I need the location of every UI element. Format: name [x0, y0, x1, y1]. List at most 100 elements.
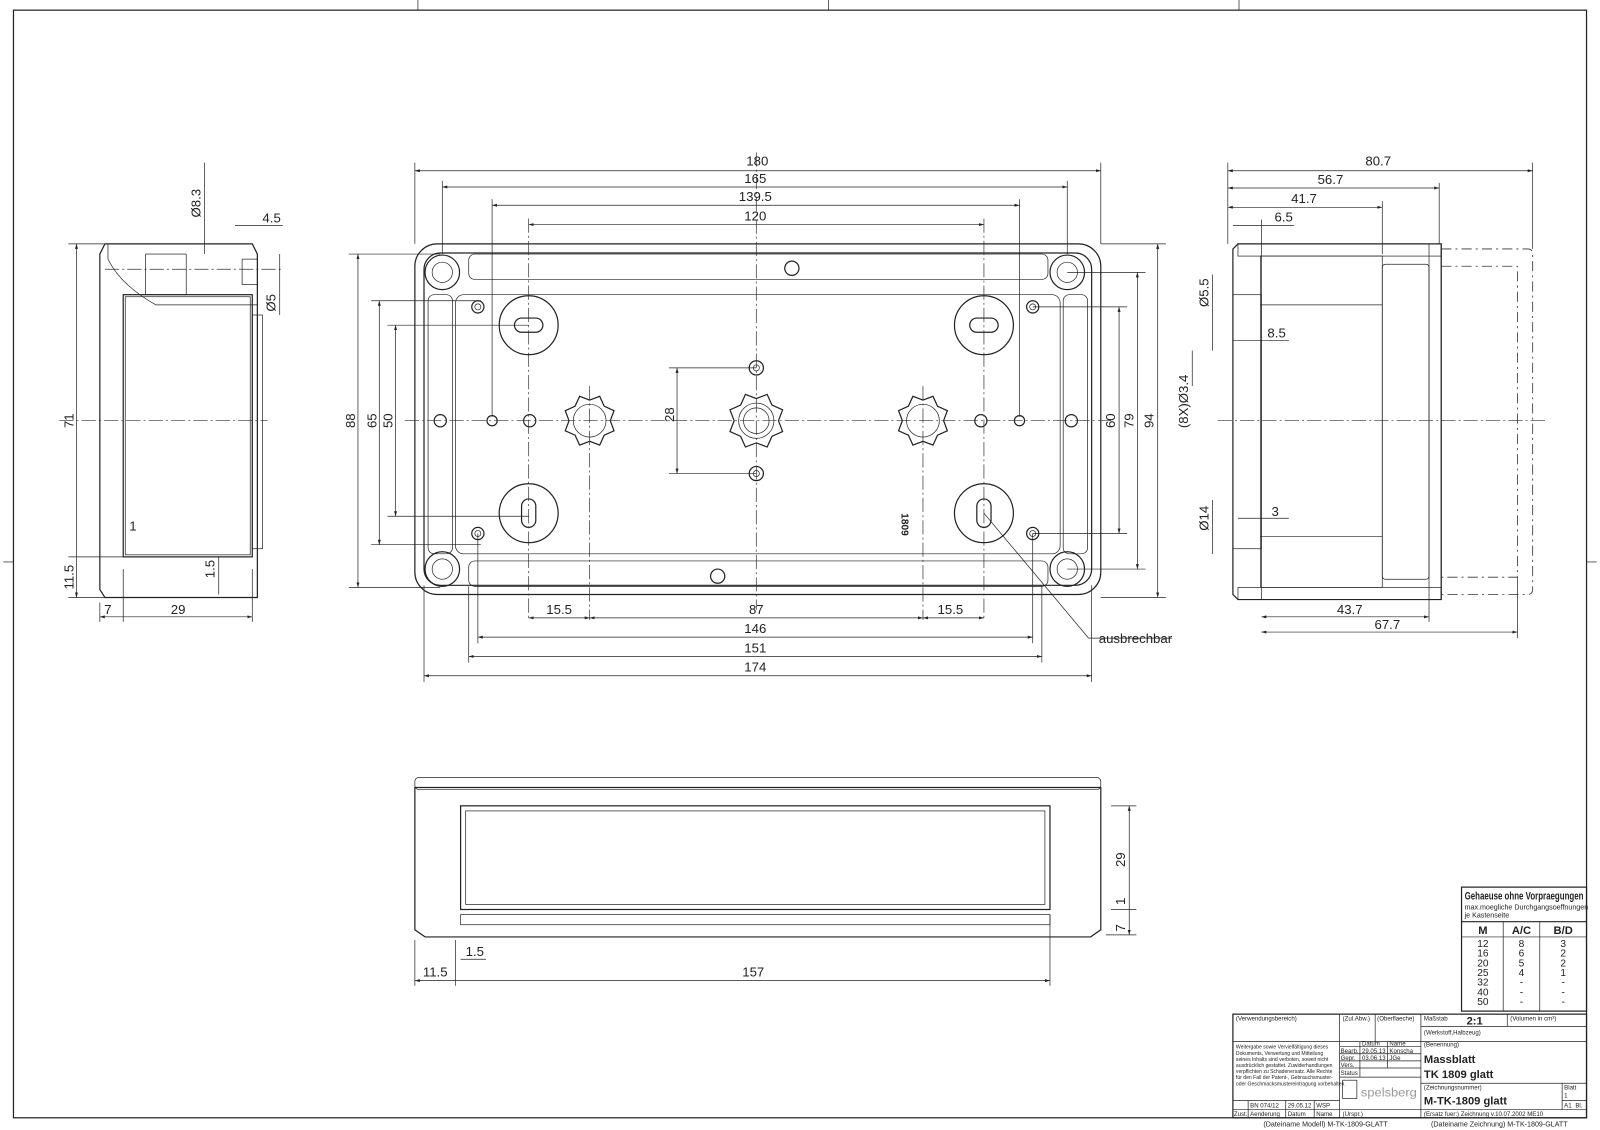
dim-dia-14: Ø14 [1197, 506, 1212, 531]
aenderung-label: Aenderung [1250, 1111, 1280, 1118]
table-cell: 8 [1519, 939, 1525, 950]
bl-label: Bl. [1575, 1103, 1582, 1110]
dim-15-5-right: 15.5 [938, 602, 964, 617]
dim-43-7: 43.7 [1337, 602, 1363, 617]
table-subtitle-1: max.moegliche Durchgangsoeffnungen [1465, 903, 1589, 911]
right-section-view: 80.7 56.7 41.7 6.5 Ø5.5 8.5 (8X)Ø3.4 Ø14… [1176, 154, 1548, 639]
disclaimer-line: Dokuments, Verwertung und Mitteilung [1236, 1051, 1323, 1057]
dim-29: 29 [171, 602, 186, 617]
gepr-label: Gepr. [1341, 1055, 1356, 1062]
ersatz-label: (Ersatz fuer:) Zeichnung v.10.07.2002 ME… [1424, 1111, 1544, 1118]
table-header: M [1478, 925, 1487, 937]
dim-139-5: 139.5 [739, 189, 772, 204]
dim-88: 88 [343, 413, 358, 428]
name-header: Name [1389, 1041, 1406, 1048]
benennung-line-2: TK 1809 glatt [1424, 1069, 1494, 1081]
werkstoff-label: (Werkstoff,Halbzeug) [1424, 1029, 1481, 1036]
dim-28: 28 [662, 407, 677, 422]
dim-41-7: 41.7 [1291, 191, 1317, 206]
disclaimer-line: ausdrücklich gestattet. Zuwiderhandlunge… [1236, 1063, 1333, 1069]
bearb-date: 29.05.13 [1362, 1048, 1386, 1055]
spelsberg-logo: spelsberg [1342, 1079, 1417, 1099]
dim-dia-8-3: Ø8.3 [188, 189, 203, 218]
zeichnungsnummer-label: (Zeichnungsnummer) [1424, 1084, 1482, 1091]
table-row: 40-- [1477, 987, 1565, 998]
bearb-name: Konscha [1389, 1048, 1413, 1055]
zeichnungsnummer: M-TK-1809 glatt [1424, 1096, 1507, 1108]
mounting-holes [433, 260, 1079, 584]
drawing-frame [3, 0, 1597, 1119]
blatt-value: 1 [1564, 1092, 1568, 1099]
benennung-label: (Benennung) [1424, 1042, 1459, 1049]
massstab-value: 2:1 [1467, 1015, 1483, 1027]
datum-header: Datum [1362, 1041, 1380, 1048]
revision-change: BN 074/12 [1250, 1103, 1279, 1110]
table-cell: - [1520, 997, 1523, 1008]
dim-8x-dia-3-4: (8X)Ø3.4 [1176, 375, 1191, 429]
bearb-label: Bearb. [1341, 1048, 1359, 1055]
table-cell: - [1561, 997, 1564, 1008]
table-cell: 16 [1477, 949, 1489, 960]
disclaimer-text: Weitergabe sowie Vervielfältigung dieses… [1236, 1045, 1346, 1088]
dim-4-5: 4.5 [262, 211, 280, 226]
disclaimer-line: für den Fall der Patent-, Gebrauchsmuste… [1236, 1075, 1333, 1081]
dim-120: 120 [744, 209, 766, 224]
part-marking: 1809 [899, 513, 910, 536]
urspr-label: (Urspr.) [1343, 1111, 1363, 1118]
dim-11-5: 11.5 [423, 965, 448, 980]
dim-94: 94 [1142, 413, 1157, 428]
file-model: (Dateiname Modell) M-TK-1809-GLATT [1263, 1120, 1388, 1128]
dim-87: 87 [749, 602, 764, 617]
table-header: B/D [1554, 925, 1573, 937]
dim-1: 1 [129, 518, 136, 533]
table-cell: 32 [1477, 978, 1489, 989]
blatt-label: Blatt [1564, 1084, 1576, 1091]
dim-180: 180 [746, 154, 768, 169]
dim-79: 79 [1121, 413, 1136, 428]
side-view: 29 1 7 1.5 11.5 157 [414, 777, 1137, 986]
status-label: Status [1341, 1070, 1358, 1077]
dim-146: 146 [744, 621, 766, 636]
verwendungsbereich-label: (Verwendungsbereich) [1236, 1015, 1297, 1022]
revision-date: 29.05.12 [1288, 1103, 1312, 1110]
dim-11-5: 11.5 [61, 565, 76, 590]
revision-name: WSP [1316, 1103, 1330, 1110]
zust-label: Zust. [1234, 1111, 1248, 1118]
disclaimer-line: verpflichten zu Schadenersatz. Alle Rech… [1236, 1069, 1333, 1075]
table-cell: - [1561, 987, 1564, 998]
table-cell: 12 [1477, 939, 1489, 950]
table-cell: 50 [1477, 997, 1489, 1008]
gepr-date: 03.06.13 [1362, 1055, 1386, 1062]
dim-dia-5-5: Ø5.5 [1197, 278, 1212, 307]
table-cell: 5 [1519, 958, 1525, 969]
benennung-line-1: Massblatt [1424, 1054, 1476, 1066]
dim-151: 151 [744, 640, 766, 655]
dim-7: 7 [1113, 924, 1128, 931]
dim-71: 71 [61, 413, 76, 428]
dim-80-7: 80.7 [1365, 154, 1391, 169]
table-cell: - [1520, 978, 1523, 989]
title-block: (Verwendungsbereich) (Zul.Abw.) (Oberfla… [1232, 1013, 1588, 1128]
dim-50: 50 [381, 413, 396, 428]
dim-56-7: 56.7 [1318, 172, 1344, 187]
disclaimer-line: seines Inhalts sind verboten, soweit nic… [1236, 1057, 1329, 1063]
table-cell: 3 [1560, 939, 1566, 950]
dim-1-5: 1.5 [466, 944, 484, 959]
dim-6-5: 6.5 [1275, 210, 1293, 225]
dim-67-7: 67.7 [1375, 617, 1401, 632]
dim-60: 60 [1103, 413, 1118, 428]
name-label: Name [1316, 1111, 1333, 1118]
dim-3: 3 [1272, 504, 1279, 519]
left-section-view: 71 11.5 7 29 1 1.5 Ø8.3 4.5 Ø5 [59, 162, 283, 622]
table-row: 50 - - [1477, 997, 1565, 1008]
volumen-label: (Volumen in cm³) [1510, 1015, 1556, 1022]
table-row: 32-- [1477, 978, 1565, 989]
gepr-name: JGe [1389, 1055, 1401, 1062]
zul-abw-label: (Zul.Abw.) [1343, 1015, 1370, 1022]
oberflaeche-label: (Oberflaeche) [1377, 1015, 1414, 1022]
dim-8-5: 8.5 [1267, 325, 1285, 340]
dim-dia-5: Ø5 [264, 294, 279, 312]
